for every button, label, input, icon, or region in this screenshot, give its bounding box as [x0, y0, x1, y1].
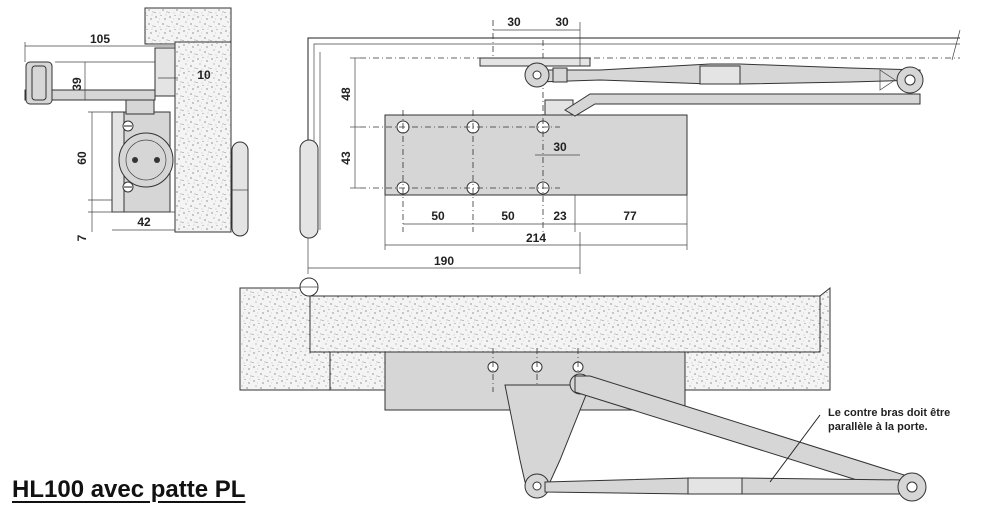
dim-77: 77	[623, 209, 637, 223]
dim-23: 23	[553, 209, 567, 223]
note-line-2: parallèle à la porte.	[828, 421, 928, 433]
dim-60: 60	[75, 151, 89, 165]
plan-main-arm	[574, 375, 921, 496]
side-wall-top	[144, 7, 232, 45]
side-arm	[24, 89, 156, 101]
drawing-title: HL100 avec patte PL	[12, 476, 246, 503]
side-closer-hub	[118, 132, 174, 188]
dim-48: 48	[339, 87, 353, 101]
dim-105: 105	[90, 32, 110, 46]
plan-view: Le contre bras doit être parallèle à la …	[239, 277, 950, 502]
side-view: 105 39 10 60 7 42	[24, 7, 249, 241]
note-line-1: Le contre bras doit être	[828, 407, 950, 419]
top-main-arm	[564, 93, 921, 117]
dim-214: 214	[526, 231, 546, 245]
dim-50-b: 50	[501, 209, 515, 223]
top-view: 30 30 48 43 30 50 50 23 77 214 190	[299, 15, 961, 274]
dim-42: 42	[137, 215, 151, 229]
side-mount-plate	[154, 47, 176, 97]
dim-50-a: 50	[431, 209, 445, 223]
dim-30-c: 30	[553, 140, 567, 154]
dim-190: 190	[434, 254, 454, 268]
plan-door	[309, 295, 821, 353]
top-hinge	[299, 139, 319, 239]
side-hinge	[231, 141, 249, 237]
dim-30-b: 30	[555, 15, 569, 29]
dim-10: 10	[197, 68, 211, 82]
dim-43: 43	[339, 151, 353, 165]
dim-30-a: 30	[507, 15, 521, 29]
plan-bracket	[504, 384, 591, 483]
dim-7: 7	[75, 234, 89, 241]
dim-39: 39	[70, 77, 84, 91]
side-wall-body	[174, 41, 232, 233]
